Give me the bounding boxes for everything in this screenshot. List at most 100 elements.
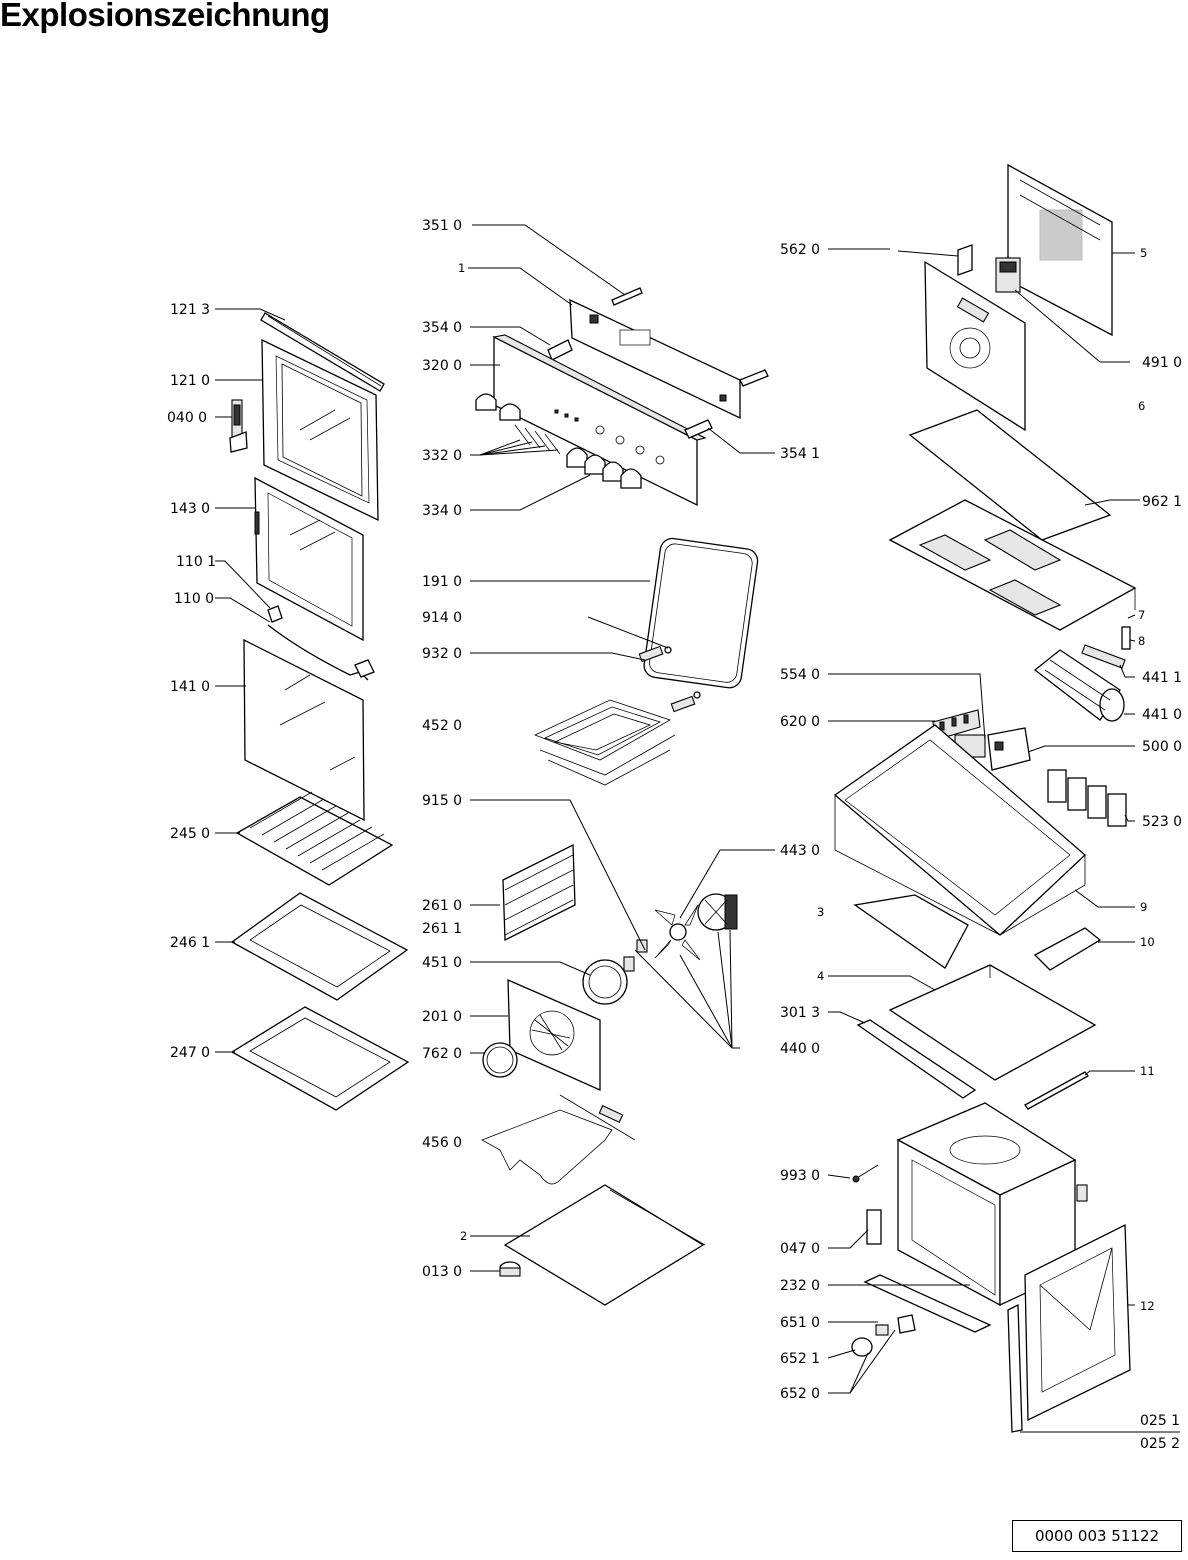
part-fan-blade-443-0 <box>636 904 701 961</box>
label-523-0: 523 0 <box>1142 814 1182 830</box>
part-selector-500-0 <box>987 727 1031 771</box>
part-rod-351-0 <box>611 287 643 306</box>
label-651-0: 651 0 <box>780 1315 820 1331</box>
part-door-trim-121-3 <box>260 312 385 392</box>
part-lower-heater-456-0 <box>481 1094 636 1185</box>
label-962-1: 962 1 <box>1142 494 1182 510</box>
part-relay-491-0 <box>995 257 1021 293</box>
label-443-0: 443 0 <box>780 843 820 859</box>
label-10: 10 <box>1140 935 1155 949</box>
label-245-0: 245 0 <box>170 826 210 842</box>
label-354-0: 354 0 <box>422 320 462 336</box>
label-047-0: 047 0 <box>780 1241 820 1257</box>
part-duct-3 <box>853 894 969 969</box>
part-labels: 351 0 1 354 0 320 0 332 0 334 0 354 1 12… <box>167 218 1182 1452</box>
label-301-3: 301 3 <box>780 1005 820 1021</box>
label-247-0: 247 0 <box>170 1045 210 1061</box>
part-grill-element-452-0 <box>533 699 676 786</box>
part-bracket-562-0 <box>957 244 973 276</box>
label-441-1: 441 1 <box>1142 670 1182 686</box>
part-inner-door-frame-143-0 <box>254 476 364 642</box>
part-fan-motor-440-0 <box>697 893 738 931</box>
part-control-panel-320-0 <box>492 334 707 507</box>
label-456-0: 456 0 <box>422 1135 462 1151</box>
page-title: Explosionszeichnung <box>0 0 330 33</box>
part-rod-354-1 <box>684 419 713 439</box>
label-620-0: 620 0 <box>780 714 820 730</box>
label-354-1: 354 1 <box>780 446 820 462</box>
label-025-1: 025 1 <box>1140 1413 1180 1429</box>
part-door-hinge-040-0 <box>229 399 248 453</box>
label-6: 6 <box>1138 399 1145 413</box>
part-knob-652 <box>851 1337 873 1357</box>
label-143-0: 143 0 <box>170 501 210 517</box>
part-fan-cover-201-0 <box>507 978 601 1092</box>
part-rear-cover-6 <box>924 260 1026 432</box>
label-351-0: 351 0 <box>422 218 462 234</box>
label-914-0: 914 0 <box>422 610 462 626</box>
part-insulation-962-1 <box>908 409 1112 541</box>
part-back-panel-5 <box>1007 163 1113 337</box>
part-side-panel-12 <box>1024 1223 1131 1422</box>
part-top-cover-7 <box>888 499 1137 631</box>
label-141-0: 141 0 <box>170 679 210 695</box>
part-strip-232-0 <box>863 1274 992 1333</box>
label-12: 12 <box>1140 1299 1155 1313</box>
part-deep-tray-247-0 <box>230 1006 410 1111</box>
label-440-0: 440 0 <box>780 1041 820 1057</box>
part-screw-651-0 <box>875 1314 916 1336</box>
part-switches-523-0 <box>1047 769 1127 827</box>
label-5: 5 <box>1140 246 1147 260</box>
label-762-0: 762 0 <box>422 1046 462 1062</box>
label-554-0: 554 0 <box>780 667 820 683</box>
part-oven-rack-245-0 <box>235 791 394 886</box>
label-2: 2 <box>460 1229 467 1243</box>
part-baking-tray-246-1 <box>230 892 409 1001</box>
part-side-trim-025 <box>1007 1303 1023 1433</box>
label-332-0: 332 0 <box>422 448 462 464</box>
label-4: 4 <box>817 969 824 983</box>
label-121-3: 121 3 <box>170 302 210 318</box>
label-652-1: 652 1 <box>780 1351 820 1367</box>
part-tangential-fan-441-0 <box>1033 649 1125 722</box>
label-1: 1 <box>458 261 465 275</box>
part-bracket-10 <box>1033 927 1102 971</box>
label-191-0: 191 0 <box>422 574 462 590</box>
label-025-2: 025 2 <box>1140 1436 1180 1452</box>
label-232-0: 232 0 <box>780 1278 820 1294</box>
label-7: 7 <box>1138 608 1145 622</box>
label-500-0: 500 0 <box>1142 739 1182 755</box>
part-bar-11 <box>1024 1071 1089 1110</box>
part-knob-shafts-332-0 <box>475 393 561 455</box>
label-040-0: 040 0 <box>167 410 207 426</box>
label-915-0: 915 0 <box>422 793 462 809</box>
label-121-0: 121 0 <box>170 373 210 389</box>
part-foot-013-0 <box>499 1261 521 1277</box>
label-3: 3 <box>817 905 824 919</box>
part-door-frame-121-0 <box>261 338 379 522</box>
label-201-0: 201 0 <box>422 1009 462 1025</box>
part-knobs-334-0 <box>566 447 642 489</box>
part-door-glass-141-0 <box>243 638 365 822</box>
part-pin-354-0 <box>547 339 573 361</box>
part-control-pcb-1 <box>569 298 741 420</box>
label-8: 8 <box>1138 634 1145 648</box>
label-246-1: 246 1 <box>170 935 210 951</box>
label-261-0: 261 0 <box>422 898 462 914</box>
leader-lines <box>215 224 1180 1433</box>
label-013-0: 013 0 <box>422 1264 462 1280</box>
part-rod-354-1b <box>739 369 769 387</box>
part-bottom-plate-2 <box>503 1184 706 1306</box>
label-451-0: 451 0 <box>422 955 462 971</box>
label-932-0: 932 0 <box>422 646 462 662</box>
part-rack-guide-261-0 <box>502 843 576 942</box>
part-screw-993-0 <box>852 1164 879 1183</box>
document-number-box: 0000 003 51122 <box>1012 1520 1182 1552</box>
part-clip-8 <box>1121 626 1131 650</box>
label-110-0: 110 0 <box>174 591 214 607</box>
label-452-0: 452 0 <box>422 718 462 734</box>
part-housing-9 <box>833 724 1086 936</box>
label-334-0: 334 0 <box>422 503 462 519</box>
part-terminal-441-1 <box>1081 644 1126 669</box>
